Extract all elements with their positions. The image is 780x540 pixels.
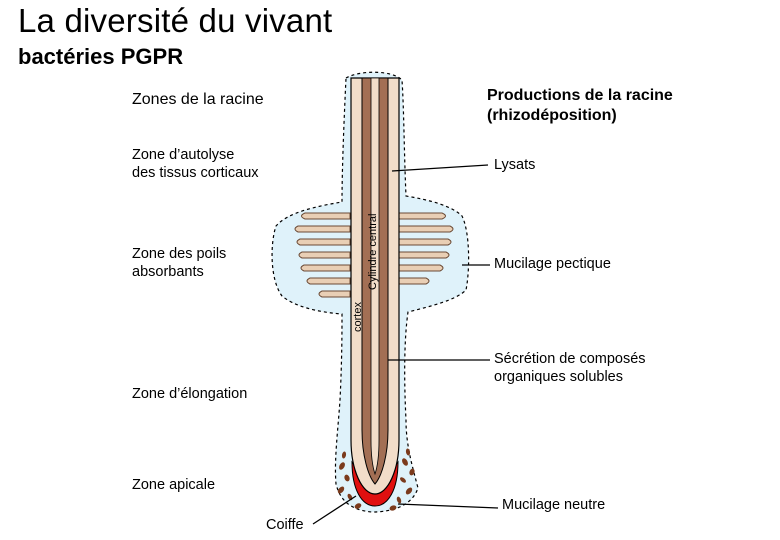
zone-poils-line2: absorbants [132,264,204,280]
root-hair [294,225,351,233]
zone-apicale-label: Zone apicale [132,477,216,493]
leader-lysats [391,164,489,172]
zones-heading: Zones de la racine [132,91,264,108]
secretion-label: Sécrétion de composés organiques soluble… [494,350,646,386]
root-hair [397,264,444,272]
mucilage-pectique-label: Mucilage pectique [494,256,611,272]
page-title: La diversité du vivant [18,2,333,39]
productions-heading-line1: Productions de la racine [487,87,673,104]
leader-mucilage-neutre [397,503,499,509]
zone-autolyse-label: Zone d’autolyse des tissus corticaux [132,146,259,182]
border-cells [337,448,415,511]
root-hair [298,251,351,259]
zone-poils-line1: Zone des poils [132,246,227,262]
root-hairs-left [294,212,351,298]
secretion-line1: Sécrétion de composés [494,351,646,367]
zone-autolyse-line2: des tissus corticaux [132,165,259,181]
page-subtitle: bactéries PGPR [18,44,184,69]
secretion-line2: organiques solubles [494,369,623,385]
lysats-label: Lysats [494,157,536,173]
root-hair [397,277,430,285]
productions-heading-line2: (rhizodéposition) [487,107,617,124]
root-hair [318,290,351,298]
zone-elongation-label: Zone d’élongation [132,386,248,402]
central-cylinder-core [370,77,380,476]
root-hair [306,277,351,285]
root-hair [300,264,351,272]
zone-autolyse-line1: Zone d’autolyse [132,147,235,163]
root-hair [397,251,450,259]
root-hair [296,238,351,246]
leader-coiffe [312,495,357,525]
coiffe-label: Coiffe [266,517,304,533]
root-hair [301,212,351,220]
root-hair [397,225,454,233]
cortex-label: cortex [352,302,364,332]
cylindre-label: Cylindre central [367,214,379,290]
root-hair [397,212,446,220]
zone-poils-label: Zone des poils absorbants [132,245,226,281]
root-hair [397,238,452,246]
mucilage-neutre-label: Mucilage neutre [502,497,606,513]
root-hairs-right [397,212,454,285]
productions-heading: Productions de la racine (rhizodépositio… [487,86,673,126]
